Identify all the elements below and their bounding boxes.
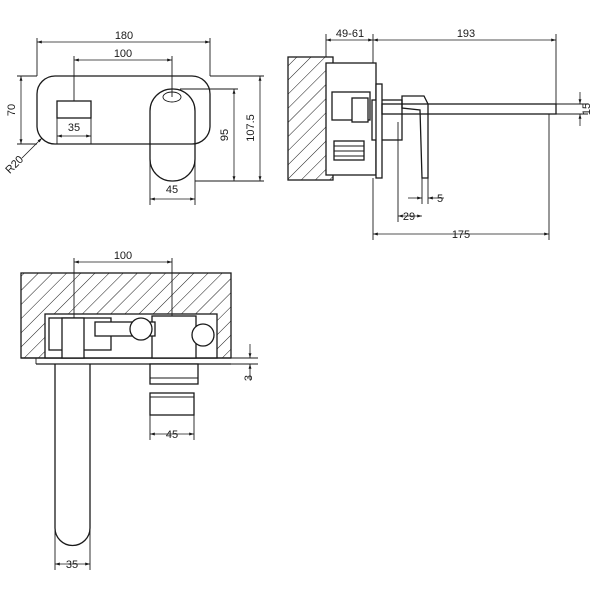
dim-5: 5 <box>437 193 443 205</box>
backplate-outline <box>36 75 211 145</box>
handle-lever <box>149 88 196 182</box>
side-spout <box>381 103 557 115</box>
dim-45-plan: 45 <box>166 429 178 441</box>
backplate-side <box>375 83 383 179</box>
side-section-view: 49-61 193 15 5 29 175 <box>287 28 593 241</box>
dim-29: 29 <box>403 211 415 223</box>
dim-100-plan: 100 <box>114 250 132 262</box>
dim-193: 193 <box>457 28 475 40</box>
plan-lever <box>149 392 195 416</box>
plan-cartridge <box>151 315 197 359</box>
dim-35-plan: 35 <box>66 559 78 571</box>
dim-107-5: 107.5 <box>245 114 257 142</box>
dim-45-top: 45 <box>166 184 178 196</box>
dim-175: 175 <box>452 229 470 241</box>
plan-spout <box>54 364 91 547</box>
dim-180: 180 <box>115 30 133 42</box>
dim-3: 3 <box>243 375 255 381</box>
spout-outlet <box>56 100 92 119</box>
front-elevation-view: 180 100 70 35 R20 45 95 107.5 <box>3 30 264 205</box>
dim-15: 15 <box>581 103 593 115</box>
side-lever <box>401 95 429 179</box>
dim-35-top: 35 <box>68 122 80 134</box>
plan-view: 100 3 45 35 <box>20 250 258 571</box>
dim-49-61: 49-61 <box>336 28 364 40</box>
dim-70: 70 <box>6 104 18 116</box>
dim-95: 95 <box>219 129 231 141</box>
dim-100-top: 100 <box>114 48 132 60</box>
